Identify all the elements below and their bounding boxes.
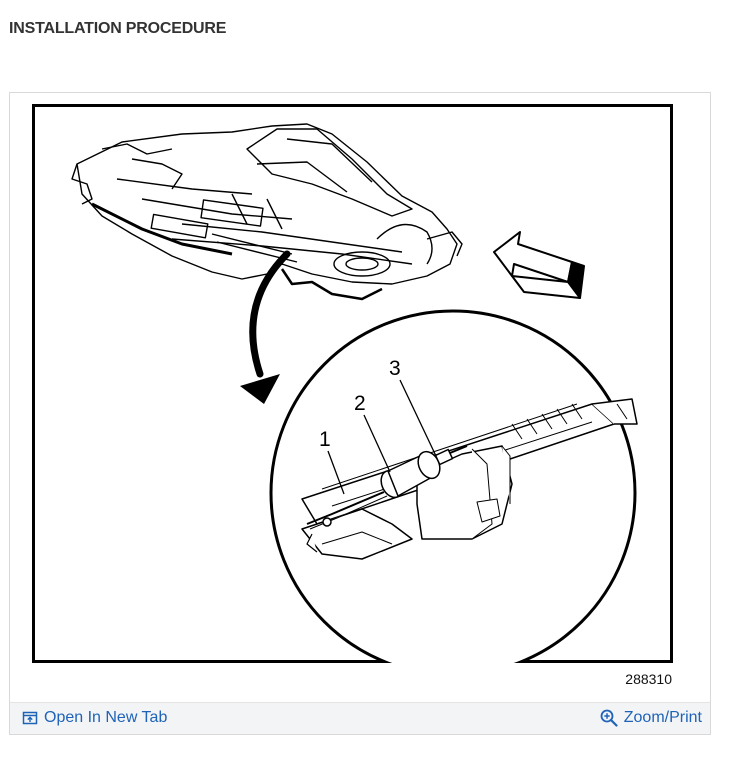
zoom-print-link[interactable]: Zoom/Print <box>600 709 702 727</box>
figure-footer: Open In New Tab Zoom/Print <box>10 702 710 734</box>
callout-2: 2 <box>354 392 366 415</box>
open-in-new-tab-label: Open In New Tab <box>44 709 168 726</box>
callout-labels: 1 2 3 <box>319 357 401 451</box>
figure-id: 288310 <box>625 671 672 687</box>
callout-1: 1 <box>319 428 331 451</box>
zoom-print-label: Zoom/Print <box>623 709 702 726</box>
curved-pointer-arrow <box>240 250 291 404</box>
magnifier-plus-icon <box>600 709 618 727</box>
figure-card: 1 2 3 288310 Open In New Tab <box>9 92 711 735</box>
open-in-new-tab-icon <box>22 710 38 726</box>
open-in-new-tab-link[interactable]: Open In New Tab <box>22 709 167 727</box>
callout-leader-lines <box>327 379 437 495</box>
fuel-tank-illustration: 1 2 3 <box>32 104 673 663</box>
callout-3: 3 <box>389 357 401 380</box>
vehicle-underbody-drawing <box>71 123 463 301</box>
direction-arrow <box>493 231 585 299</box>
fuel-tank-detail <box>301 398 638 560</box>
section-title: INSTALLATION PROCEDURE <box>9 20 227 37</box>
